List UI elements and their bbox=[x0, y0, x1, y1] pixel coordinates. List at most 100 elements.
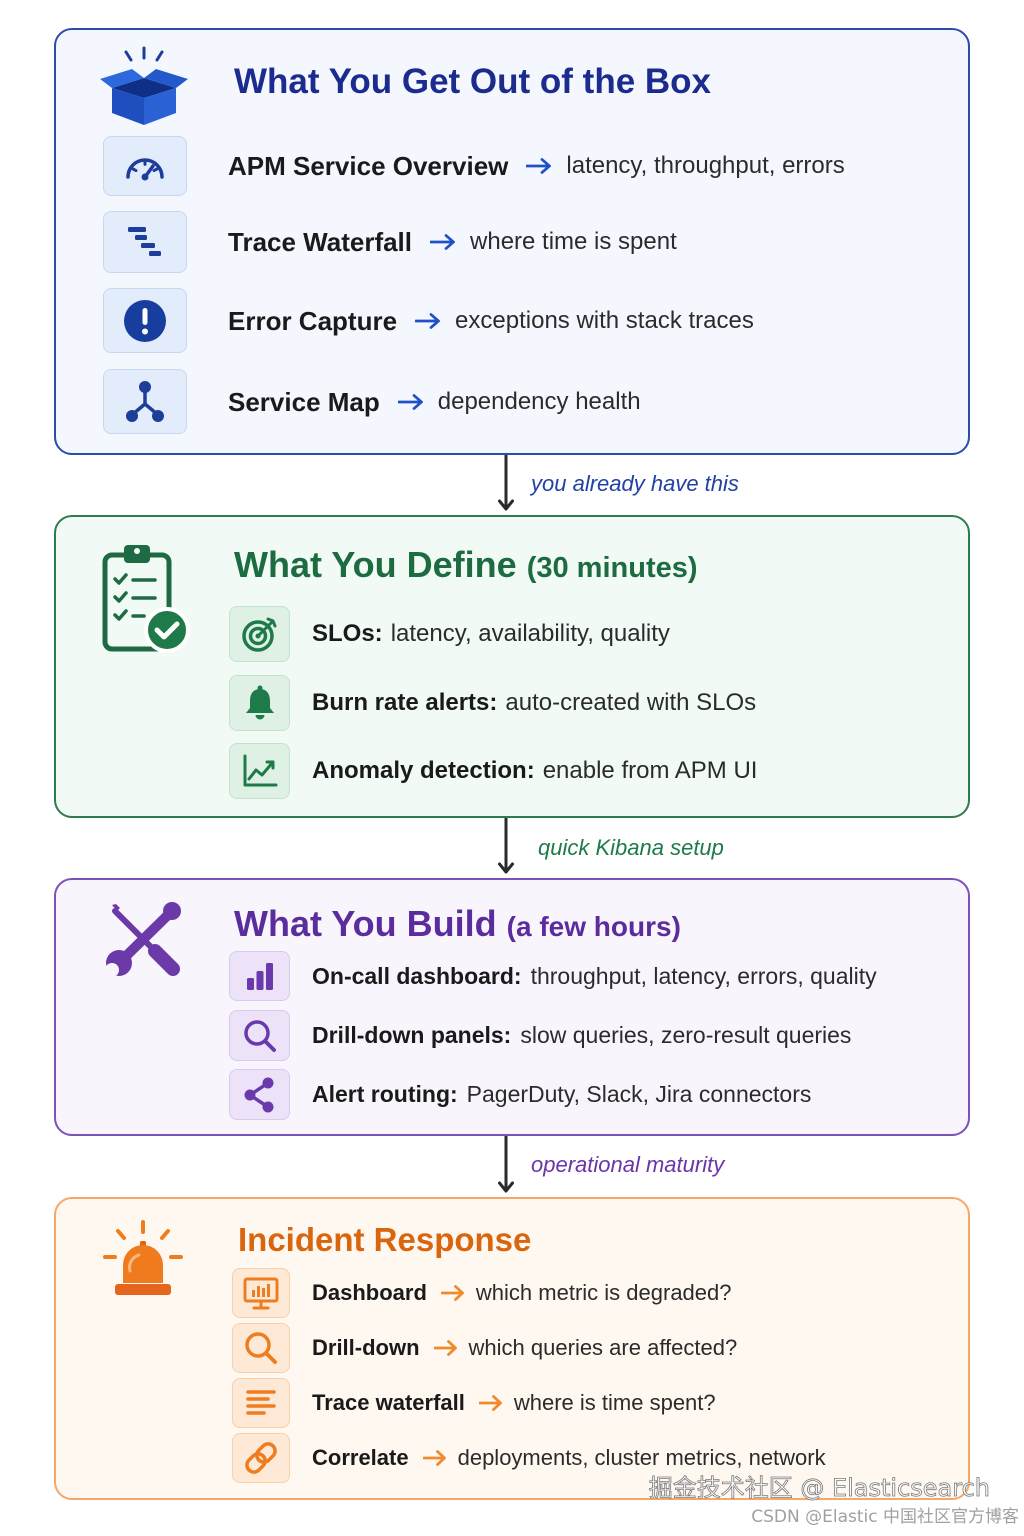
item-description: PagerDuty, Slack, Jira connectors bbox=[466, 1081, 812, 1107]
list-item: Burn rate alerts: auto-created with SLOs bbox=[229, 675, 756, 731]
item-label: Trace Waterfall bbox=[228, 227, 413, 257]
arrow-right-icon bbox=[422, 1450, 446, 1466]
section-duration: (30 minutes) bbox=[526, 552, 698, 584]
icon-tile bbox=[232, 1378, 290, 1428]
icon-tile bbox=[229, 1010, 290, 1061]
section-card bbox=[54, 515, 970, 818]
down-arrow-connector bbox=[498, 818, 514, 874]
section-title: What You Get Out of the Box bbox=[234, 62, 712, 101]
list-item: Drill-down which queries are affected? bbox=[232, 1323, 737, 1373]
icon-tile bbox=[229, 951, 290, 1001]
item-label: Error Capture bbox=[228, 305, 398, 336]
section-card bbox=[54, 28, 970, 455]
icon-tile bbox=[103, 288, 187, 353]
item-description: which queries are affected? bbox=[468, 1335, 738, 1360]
exclamation-circle-icon bbox=[124, 299, 166, 342]
item-description: slow queries, zero-result queries bbox=[520, 1022, 852, 1048]
watermark-secondary: CSDN @Elastic 中国社区官方博客 bbox=[751, 1507, 1019, 1527]
target-icon bbox=[241, 617, 276, 652]
icon-tile bbox=[229, 743, 290, 799]
section-duration: (a few hours) bbox=[506, 911, 681, 942]
list-item: SLOs: latency, availability, quality bbox=[229, 606, 670, 662]
item-description: deployments, cluster metrics, network bbox=[457, 1445, 826, 1470]
list-item: Trace Waterfall where time is spent bbox=[103, 211, 677, 273]
bar-chart-icon bbox=[246, 963, 273, 990]
section-title: Incident Response bbox=[238, 1221, 532, 1258]
section-card bbox=[54, 878, 970, 1136]
list-item: Drill-down panels: slow queries, zero-re… bbox=[229, 1010, 851, 1061]
service-map-icon bbox=[126, 380, 164, 422]
section-title: What You Define (30 minutes) bbox=[234, 547, 698, 583]
share-icon bbox=[244, 1077, 273, 1112]
siren-icon bbox=[103, 1220, 183, 1295]
list-item: Trace waterfall where is time spent? bbox=[232, 1378, 716, 1428]
search-icon bbox=[245, 1332, 277, 1364]
watermark-primary: 掘金技术社区 @ Elasticsearch bbox=[648, 1474, 990, 1502]
icon-tile bbox=[229, 606, 290, 662]
item-description: enable from APM UI bbox=[542, 757, 758, 784]
waterfall-icon bbox=[128, 227, 161, 256]
item-description: which metric is degraded? bbox=[475, 1280, 732, 1305]
arrow-right-icon bbox=[433, 1340, 457, 1356]
icon-tile bbox=[103, 211, 187, 273]
item-label: Burn rate alerts: bbox=[312, 689, 498, 716]
arrow-right-icon bbox=[478, 1395, 502, 1411]
item-label: On-call dashboard: bbox=[312, 962, 522, 989]
arrow-right-icon bbox=[397, 393, 423, 410]
item-description: where time is spent bbox=[470, 228, 677, 255]
item-description: auto-created with SLOs bbox=[505, 689, 757, 716]
item-label: Correlate bbox=[312, 1445, 409, 1470]
connector-label: operational maturity bbox=[531, 1152, 725, 1177]
item-label: APM Service Overview bbox=[228, 151, 509, 181]
icon-tile bbox=[229, 1069, 290, 1120]
item-label: Anomaly detection: bbox=[312, 757, 535, 784]
text-lines-icon bbox=[246, 1390, 276, 1415]
item-description: dependency health bbox=[437, 387, 641, 415]
arrow-right-icon bbox=[440, 1285, 464, 1301]
monitor-chart-icon bbox=[243, 1277, 279, 1310]
icon-tile bbox=[103, 369, 187, 434]
list-item: Alert routing: PagerDuty, Slack, Jira co… bbox=[229, 1069, 811, 1120]
open-box-icon bbox=[100, 46, 188, 125]
list-item: APM Service Overview latency, throughput… bbox=[103, 136, 845, 196]
section-title-text: What You Build bbox=[234, 903, 497, 944]
item-description: throughput, latency, errors, quality bbox=[530, 962, 877, 989]
line-chart-icon bbox=[243, 754, 277, 787]
list-item: Dashboard which metric is degraded? bbox=[232, 1268, 732, 1318]
item-description: where is time spent? bbox=[513, 1390, 716, 1415]
icon-tile bbox=[232, 1268, 290, 1318]
item-label: SLOs: bbox=[312, 620, 383, 647]
item-label: Dashboard bbox=[312, 1280, 427, 1305]
section-title-text: What You Define bbox=[234, 544, 517, 585]
search-icon bbox=[243, 1019, 276, 1052]
item-label: Alert routing: bbox=[312, 1081, 458, 1107]
item-description: latency, throughput, errors bbox=[566, 152, 845, 179]
connector-label: you already have this bbox=[531, 471, 739, 496]
bell-icon bbox=[245, 685, 274, 720]
arrow-right-icon bbox=[430, 234, 455, 250]
item-label: Drill-down bbox=[312, 1335, 420, 1360]
connector-label: quick Kibana setup bbox=[538, 835, 724, 860]
icon-tile bbox=[229, 675, 290, 731]
item-label: Trace waterfall bbox=[312, 1390, 465, 1415]
icon-tile bbox=[232, 1323, 290, 1373]
arrow-right-icon bbox=[415, 312, 440, 329]
list-item: Service Map dependency health bbox=[103, 369, 641, 434]
arrow-right-icon bbox=[526, 158, 552, 174]
down-arrow-connector bbox=[498, 455, 514, 511]
list-item: On-call dashboard: throughput, latency, … bbox=[229, 951, 877, 1001]
list-item: Anomaly detection: enable from APM UI bbox=[229, 743, 757, 799]
link-icon bbox=[245, 1442, 277, 1474]
section-card bbox=[54, 1197, 970, 1500]
item-label: Drill-down panels: bbox=[312, 1022, 512, 1048]
item-label: Service Map bbox=[228, 386, 380, 417]
section-title: What You Build (a few hours) bbox=[234, 906, 681, 942]
clipboard-check-icon bbox=[102, 545, 190, 653]
list-item: Error Capture exceptions with stack trac… bbox=[103, 288, 754, 353]
icon-tile bbox=[232, 1433, 290, 1483]
tools-icon bbox=[105, 902, 181, 977]
icon-tile bbox=[103, 136, 187, 196]
item-description: latency, availability, quality bbox=[390, 620, 670, 647]
item-description: exceptions with stack traces bbox=[455, 306, 754, 334]
